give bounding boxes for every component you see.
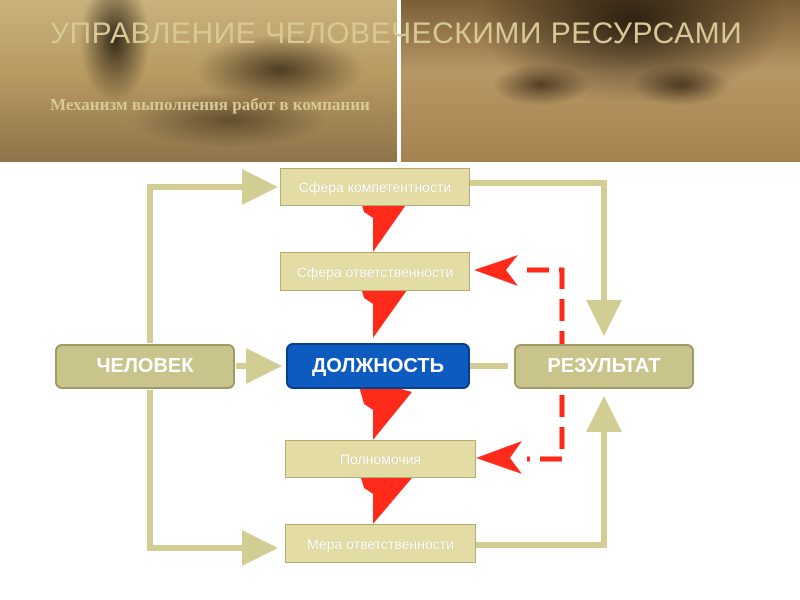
person-to-measure-line [147,390,278,566]
person-to-competence-line [147,169,278,343]
sphere-competence-box: Сфера компетентности [280,168,470,206]
result-label: РЕЗУЛЬТАТ [547,355,661,377]
header-banner: УПРАВЛЕНИЕ ЧЕЛОВЕЧЕСКИМИ РЕСУРСАМИ Механ… [0,0,800,162]
authority-label: Полномочия [339,451,422,467]
person-box: ЧЕЛОВЕК [55,344,235,389]
measure-responsibility-label: Мера ответственности [307,535,454,552]
authority-box: Полномочия [285,440,476,478]
person-label: ЧЕЛОВЕК [96,355,194,377]
position-box: ДОЛЖНОСТЬ [286,343,470,389]
position-label: ДОЛЖНОСТЬ [312,354,444,377]
measure-responsibility-box: Мера ответственности [285,524,476,563]
feedback-arrow-upper [474,255,518,286]
feedback-arrow-lower [476,441,522,474]
competence-to-result-line [470,180,622,336]
result-box: РЕЗУЛЬТАТ [514,344,694,389]
woman-face-photo [401,0,800,162]
measure-to-result-line [476,396,622,548]
page-title: УПРАВЛЕНИЕ ЧЕЛОВЕЧЕСКИМИ РЕСУРСАМИ [50,17,743,50]
page-subtitle: Механизм выполнения работ в компании [50,95,370,114]
position-to-authority-arrow [356,376,412,440]
hands-on-keyboard-photo [0,0,397,162]
sphere-responsibility-label: Сфера ответственности [296,263,454,280]
sphere-competence-label: Сфера компетентности [298,179,452,195]
sphere-responsibility-box: Сфера ответственности [280,252,470,291]
photo-divider [397,0,401,162]
